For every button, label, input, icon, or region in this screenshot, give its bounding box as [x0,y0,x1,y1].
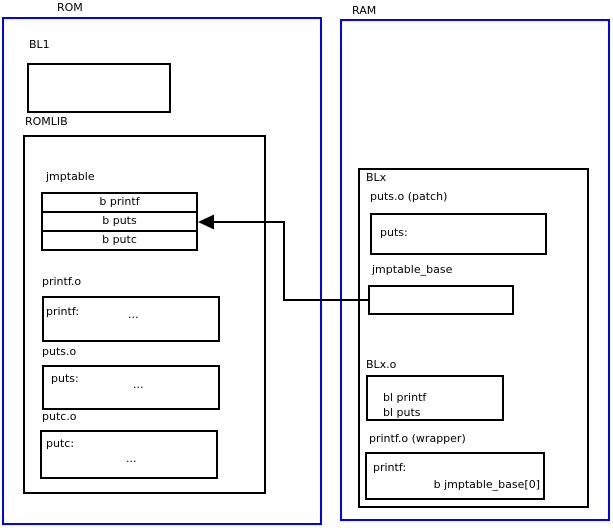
jmptable-label: jmptable [46,170,95,183]
printf-wrapper-label: printf.o (wrapper) [369,432,466,445]
ram-region-label: RAM [352,4,377,17]
jmptable-row-putc: b putc [41,230,198,251]
printf-wrapper-symbol: printf: [373,461,407,474]
printf-o-box: printf: ... [42,296,220,342]
puts-symbol: puts: [51,372,79,385]
bl1-label: BL1 [29,38,50,51]
jmptable-box: b printf b puts b putc [41,192,198,251]
printf-symbol: printf: [46,305,80,318]
printf-wrapper-box: printf: b jmptable_base[0] [365,452,545,500]
jmptable-row-printf: b printf [41,192,198,213]
putc-o-label: putc.o [42,410,77,423]
puts-patch-box: puts: [370,213,547,255]
puts-patch-symbol: puts: [380,226,408,239]
blx-o-label: BLx.o [366,358,397,371]
jmptable-base-box [368,285,514,315]
putc-body-ellipsis: ... [126,452,137,465]
puts-patch-label: puts.o (patch) [370,190,448,203]
printf-o-label: printf.o [42,275,82,288]
blx-box [358,168,589,508]
printf-wrapper-body: b jmptable_base[0] [433,478,540,491]
romlib-box [23,135,266,494]
blx-label: BLx [366,171,387,184]
blx-o-box: bl printf bl puts [366,375,504,421]
putc-symbol: putc: [46,437,75,450]
romlib-label: ROMLIB [25,115,68,128]
puts-o-box: puts: ... [42,365,220,410]
jmptable-row-puts: b puts [41,211,198,232]
bl1-box [27,63,171,113]
rom-region-label: ROM [57,1,83,14]
blx-o-line-bl-printf: bl printf [383,391,427,404]
puts-o-label: puts.o [42,345,77,358]
printf-body-ellipsis: ... [128,308,139,321]
putc-o-box: putc: ... [40,430,218,479]
jmptable-base-label: jmptable_base [372,263,453,276]
blx-o-line-bl-puts: bl puts [383,406,421,419]
puts-body-ellipsis: ... [133,378,144,391]
